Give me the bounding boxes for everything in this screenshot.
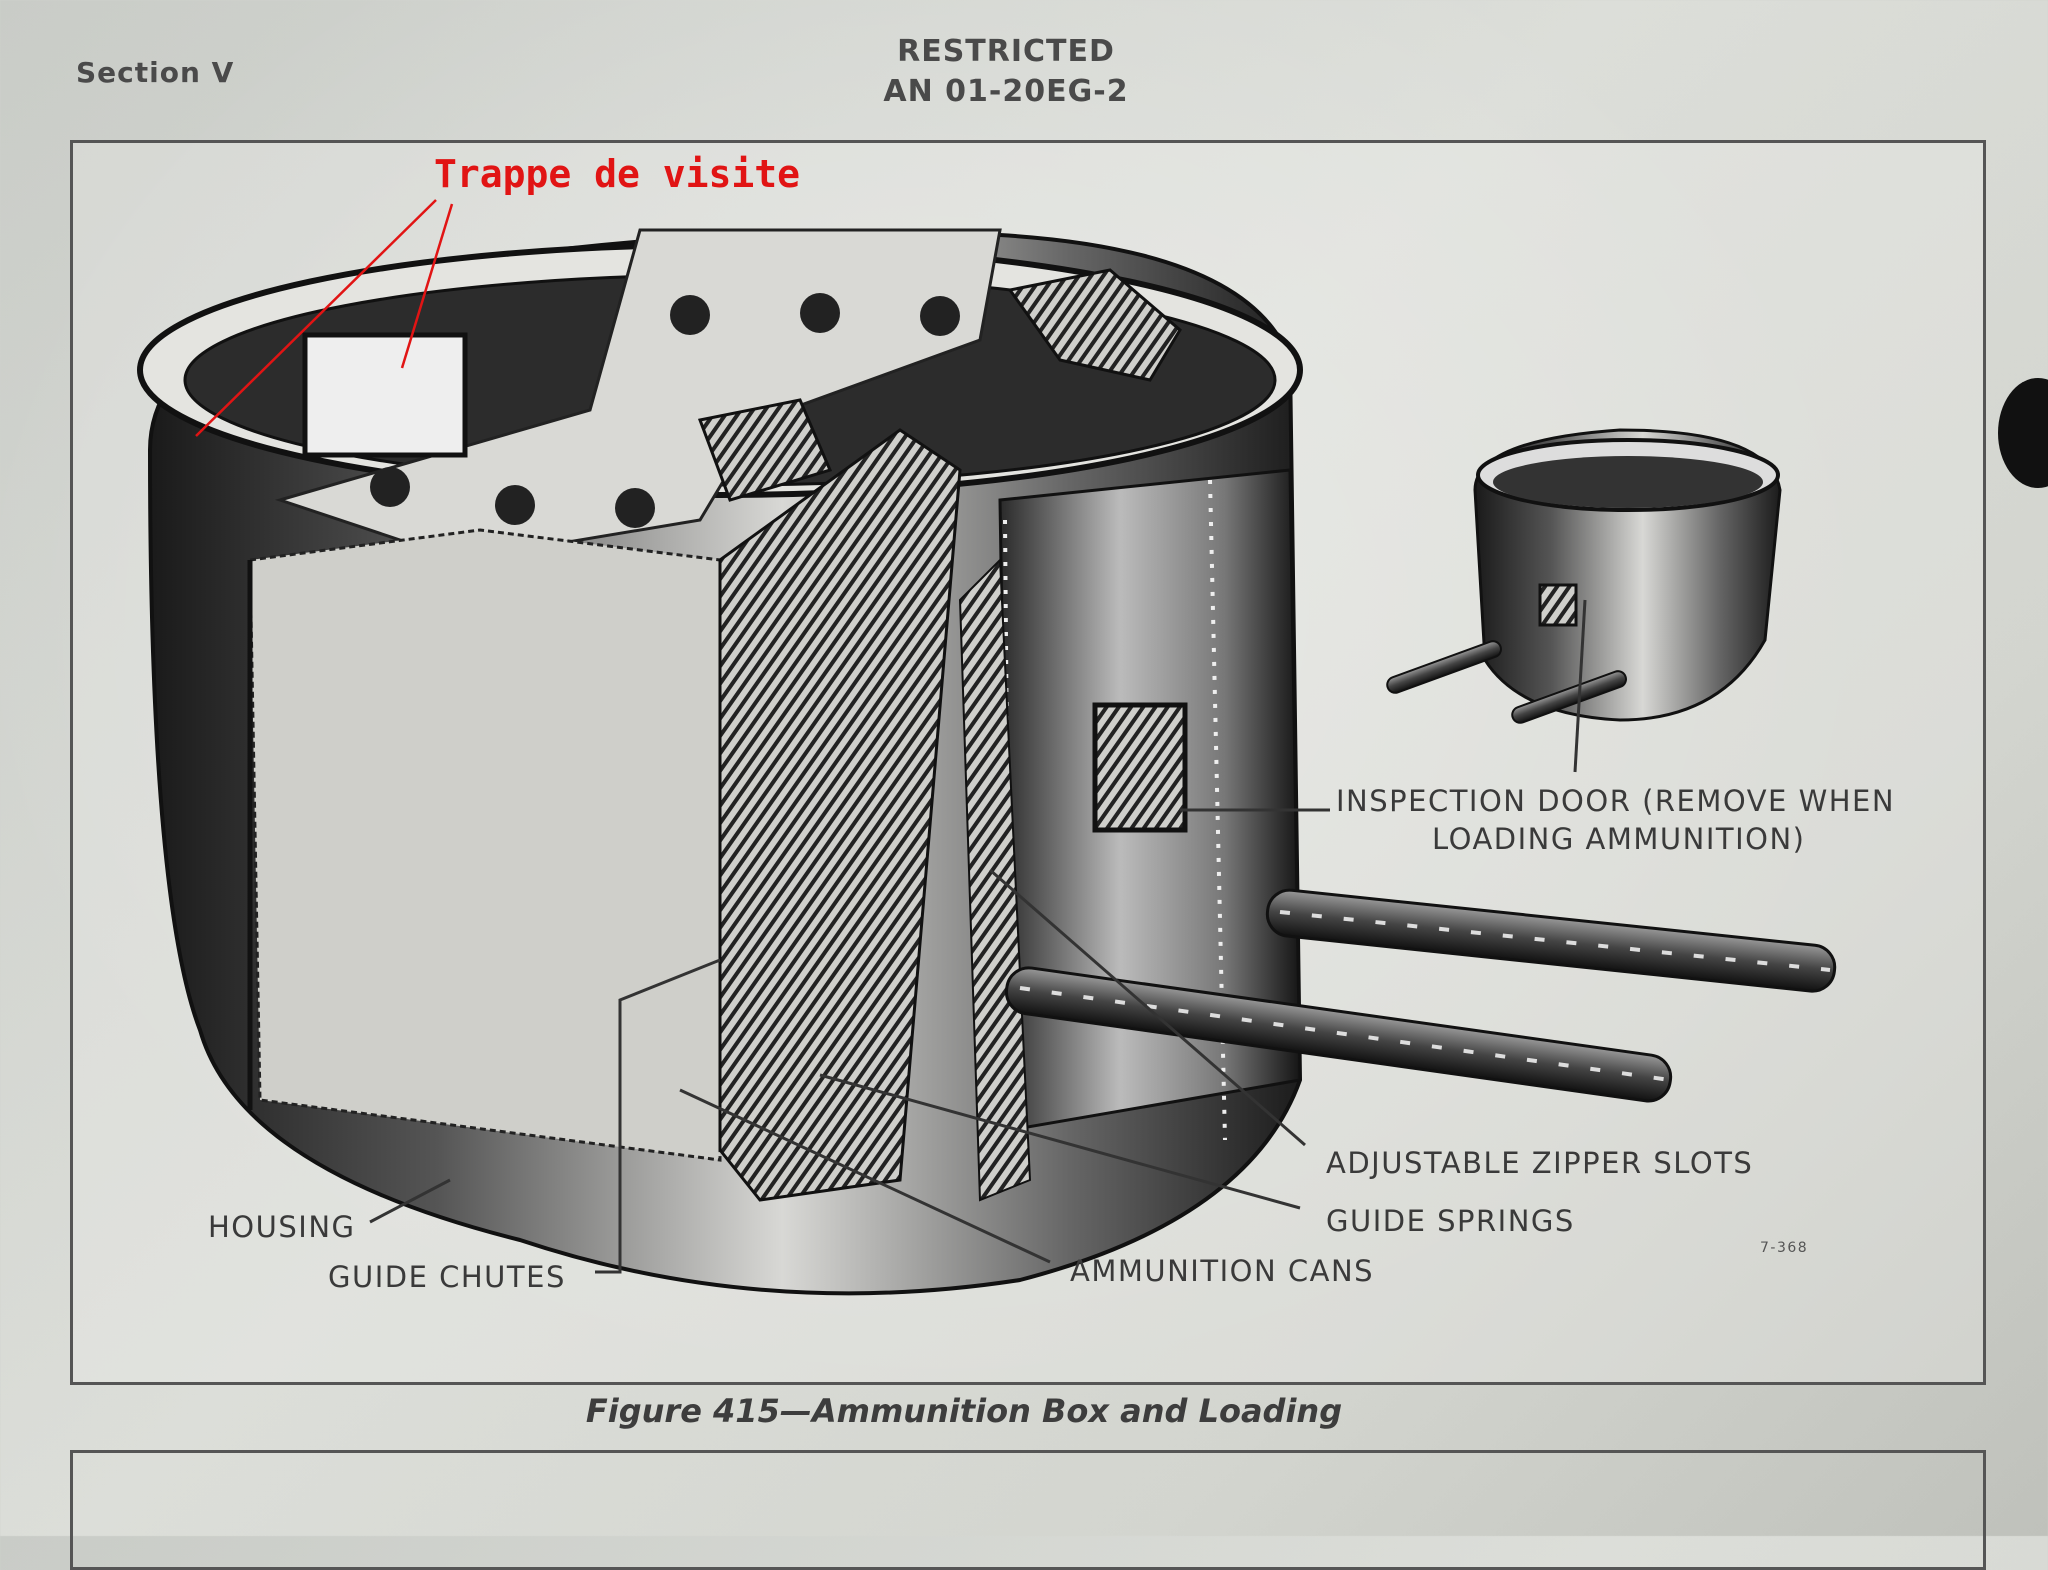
annotation-pointer-lines <box>195 199 454 437</box>
callout-adjustable-zipper-slots: ADJUSTABLE ZIPPER SLOTS <box>1326 1146 1754 1180</box>
ammunition-tubes <box>1004 888 1837 1103</box>
callout-leader-lines <box>369 599 1587 1274</box>
guide-chutes-cutaway <box>697 268 1182 1202</box>
document-code: AN 01-20EG-2 <box>883 74 1129 109</box>
callout-ammunition-cans: AMMUNITION CANS <box>1070 1254 1375 1288</box>
inset-illustration <box>1386 428 1782 724</box>
callout-housing: HOUSING <box>208 1210 356 1244</box>
callout-guide-springs: GUIDE SPRINGS <box>1326 1204 1575 1238</box>
callout-inspection-door-line1: INSPECTION DOOR (REMOVE WHEN <box>1336 784 1896 818</box>
figure-caption: Figure 415—Ammunition Box and Loading <box>585 1392 1343 1430</box>
annotation-trappe-de-visite: Trappe de visite <box>434 152 801 196</box>
callout-guide-chutes: GUIDE CHUTES <box>328 1260 566 1294</box>
drawing-code: 7-368 <box>1760 1240 1809 1256</box>
next-figure-frame <box>70 1450 1986 1570</box>
classification-label: RESTRICTED <box>897 34 1115 69</box>
callout-inspection-door-line2: LOADING AMMUNITION) <box>1432 822 1806 856</box>
ammunition-box-illustration <box>137 199 1837 1296</box>
section-label: Section V <box>76 56 235 89</box>
